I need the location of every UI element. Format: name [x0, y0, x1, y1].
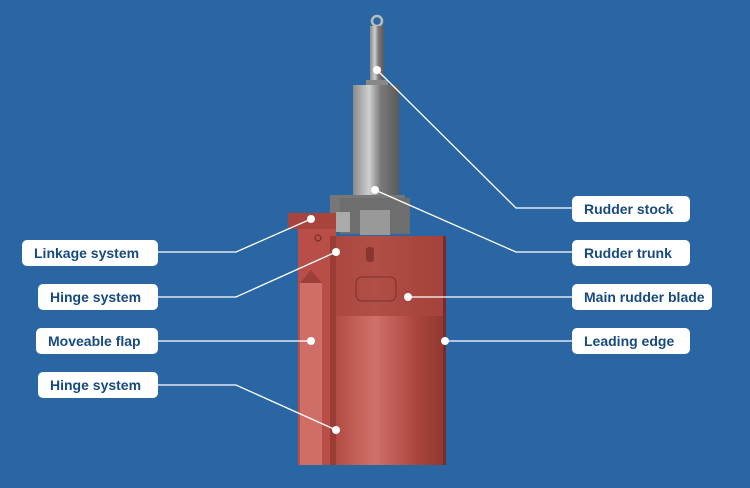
main-rudder-blade — [336, 236, 446, 465]
label-leading-edge: Leading edge — [572, 328, 690, 354]
rudder-trunk — [330, 85, 410, 235]
callout-dots — [307, 66, 449, 434]
label-main-rudder-blade: Main rudder blade — [572, 284, 712, 310]
label-hinge-system-lower: Hinge system — [38, 372, 158, 398]
label-moveable-flap: Moveable flap — [36, 328, 158, 354]
label-rudder-trunk: Rudder trunk — [572, 240, 690, 266]
label-linkage-system: Linkage system — [22, 240, 158, 266]
label-hinge-system-upper: Hinge system — [38, 284, 158, 310]
rudder-stock — [366, 14, 388, 85]
label-rudder-stock: Rudder stock — [572, 196, 690, 222]
leader-lines — [158, 69, 572, 431]
